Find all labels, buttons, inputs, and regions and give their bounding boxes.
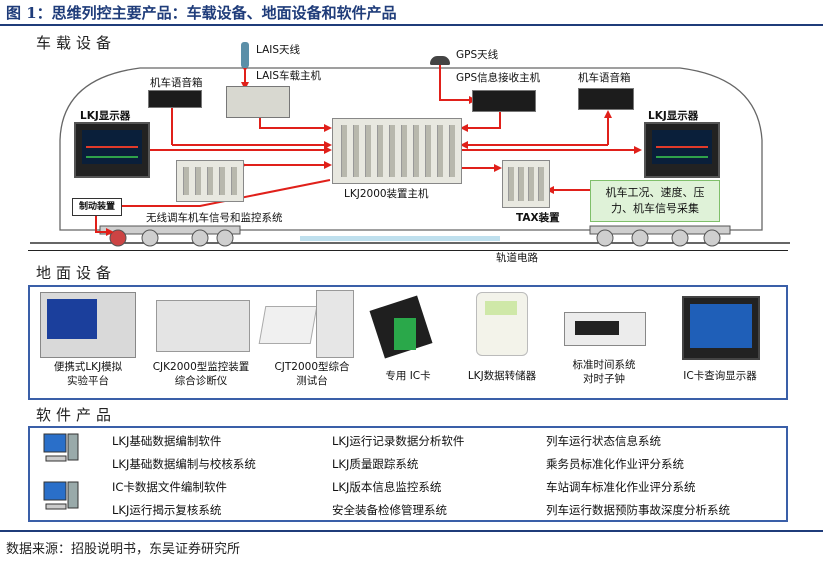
- software-col3-item-2: 乘务员标准化作业评分系统: [546, 457, 684, 471]
- lais-antenna-label: LAIS天线: [256, 44, 301, 56]
- software-col2-item-2: LKJ质量跟踪系统: [332, 457, 419, 471]
- locomotive-outline: [59, 67, 763, 231]
- ground-item-7-device: [682, 296, 760, 360]
- bogie-left: [99, 225, 241, 247]
- ground-item-1: 便携式LKJ模拟实验平台: [53, 361, 123, 387]
- ground-item-4: 专用 IC卡: [385, 370, 431, 382]
- brake-device: 制动装置: [72, 198, 122, 216]
- lais-host-device: [226, 86, 290, 118]
- ground-item-3a-device: [258, 306, 318, 344]
- software-col2-item-4: 安全装备检修管理系统: [332, 503, 447, 517]
- ground-item-6: 标准时间系统对时子钟: [572, 359, 636, 385]
- lkj-display-left-device: [74, 122, 150, 178]
- ground-item-5: LKJ数据转储器: [467, 370, 537, 382]
- wireless-system-label: 无线调车机车信号和监控系统: [146, 212, 283, 224]
- bogie-right: [589, 225, 731, 247]
- arrow-lais-host: [256, 112, 332, 132]
- software-col2-item-3: LKJ版本信息监控系统: [332, 480, 442, 494]
- ground-item-2-device: [156, 300, 250, 352]
- ground-equipment-frame: [28, 285, 788, 400]
- vehicle-section-label: 车载设备: [36, 34, 117, 52]
- gps-antenna-label: GPS天线: [456, 49, 499, 61]
- voice-box-left-device: [148, 90, 202, 108]
- vehicle-section-divider: [28, 250, 788, 251]
- bottom-rule: [0, 530, 823, 532]
- lkj2000-host-label: LKJ2000装置主机: [344, 188, 429, 200]
- title-rule: [0, 24, 823, 26]
- gps-antenna-icon: [430, 56, 450, 65]
- gps-receiver-device: [472, 90, 536, 112]
- arrow-brake: [116, 179, 331, 210]
- lkj-display-left-label: LKJ显示器: [80, 110, 131, 122]
- software-col1-item-1: LKJ基础数据编制软件: [112, 434, 222, 448]
- figure-title: 图 1：思维列控主要产品：车载设备、地面设备和软件产品: [6, 4, 397, 22]
- vehicle-diagram: [30, 64, 790, 247]
- ground-item-2: CJK2000型监控装置综合诊断仪: [152, 361, 250, 387]
- tax-device-unit: [502, 160, 550, 208]
- track-circuit-label: 轨道电路: [496, 252, 538, 264]
- source-note: 数据来源：招股说明书，东吴证券研究所: [6, 542, 241, 557]
- arrow-gps: [439, 64, 477, 104]
- software-col1-item-2: LKJ基础数据编制与校核系统: [112, 457, 256, 471]
- lais-antenna-icon: [241, 42, 249, 68]
- wireless-system-device: [176, 160, 244, 202]
- ground-item-3-device: [316, 290, 354, 358]
- ground-section-label: 地面设备: [36, 264, 117, 282]
- computer-icon-2: [43, 481, 79, 510]
- lais-host-label: LAIS车载主机: [256, 70, 322, 82]
- track-circuit-bar: [300, 236, 500, 241]
- computer-icon: [43, 433, 79, 462]
- voice-box-right-label: 机车语音箱: [578, 72, 631, 84]
- lkj-display-right-device: [644, 122, 720, 178]
- software-col3-item-4: 列车运行数据预防事故深度分析系统: [546, 503, 730, 517]
- voice-box-right-device: [578, 88, 634, 110]
- software-col1-item-4: LKJ运行揭示复核系统: [112, 503, 222, 517]
- ground-item-6-device: [564, 312, 646, 346]
- software-col3-item-1: 列车运行状态信息系统: [546, 434, 661, 448]
- voice-box-left-label: 机车语音箱: [150, 77, 203, 89]
- ground-item-1-device: [40, 292, 136, 358]
- ground-item-4-device: [368, 295, 438, 359]
- tax-device-label: TAX装置: [516, 212, 560, 224]
- software-section-label: 软件产品: [36, 406, 117, 424]
- arrow-brake-wheel: [95, 214, 114, 236]
- ground-item-5-device: [476, 292, 528, 356]
- software-col1-item-3: IC卡数据文件编制软件: [112, 480, 227, 494]
- software-frame: [28, 426, 788, 522]
- gps-receiver-label: GPS信息接收主机: [456, 72, 541, 84]
- software-col2-item-1: LKJ运行记录数据分析软件: [332, 434, 465, 448]
- lkj2000-host-device: [332, 118, 462, 184]
- ground-item-3: CJT2000型综合测试台: [274, 361, 350, 387]
- lkj-display-right-label: LKJ显示器: [648, 110, 699, 122]
- collect-note: 机车工况、速度、压力、机车信号采集: [590, 180, 720, 222]
- arrow-gps-host: [460, 110, 501, 132]
- ground-item-7: IC卡查询显示器: [683, 370, 757, 382]
- software-col3-item-3: 车站调车标准化作业评分系统: [546, 480, 696, 494]
